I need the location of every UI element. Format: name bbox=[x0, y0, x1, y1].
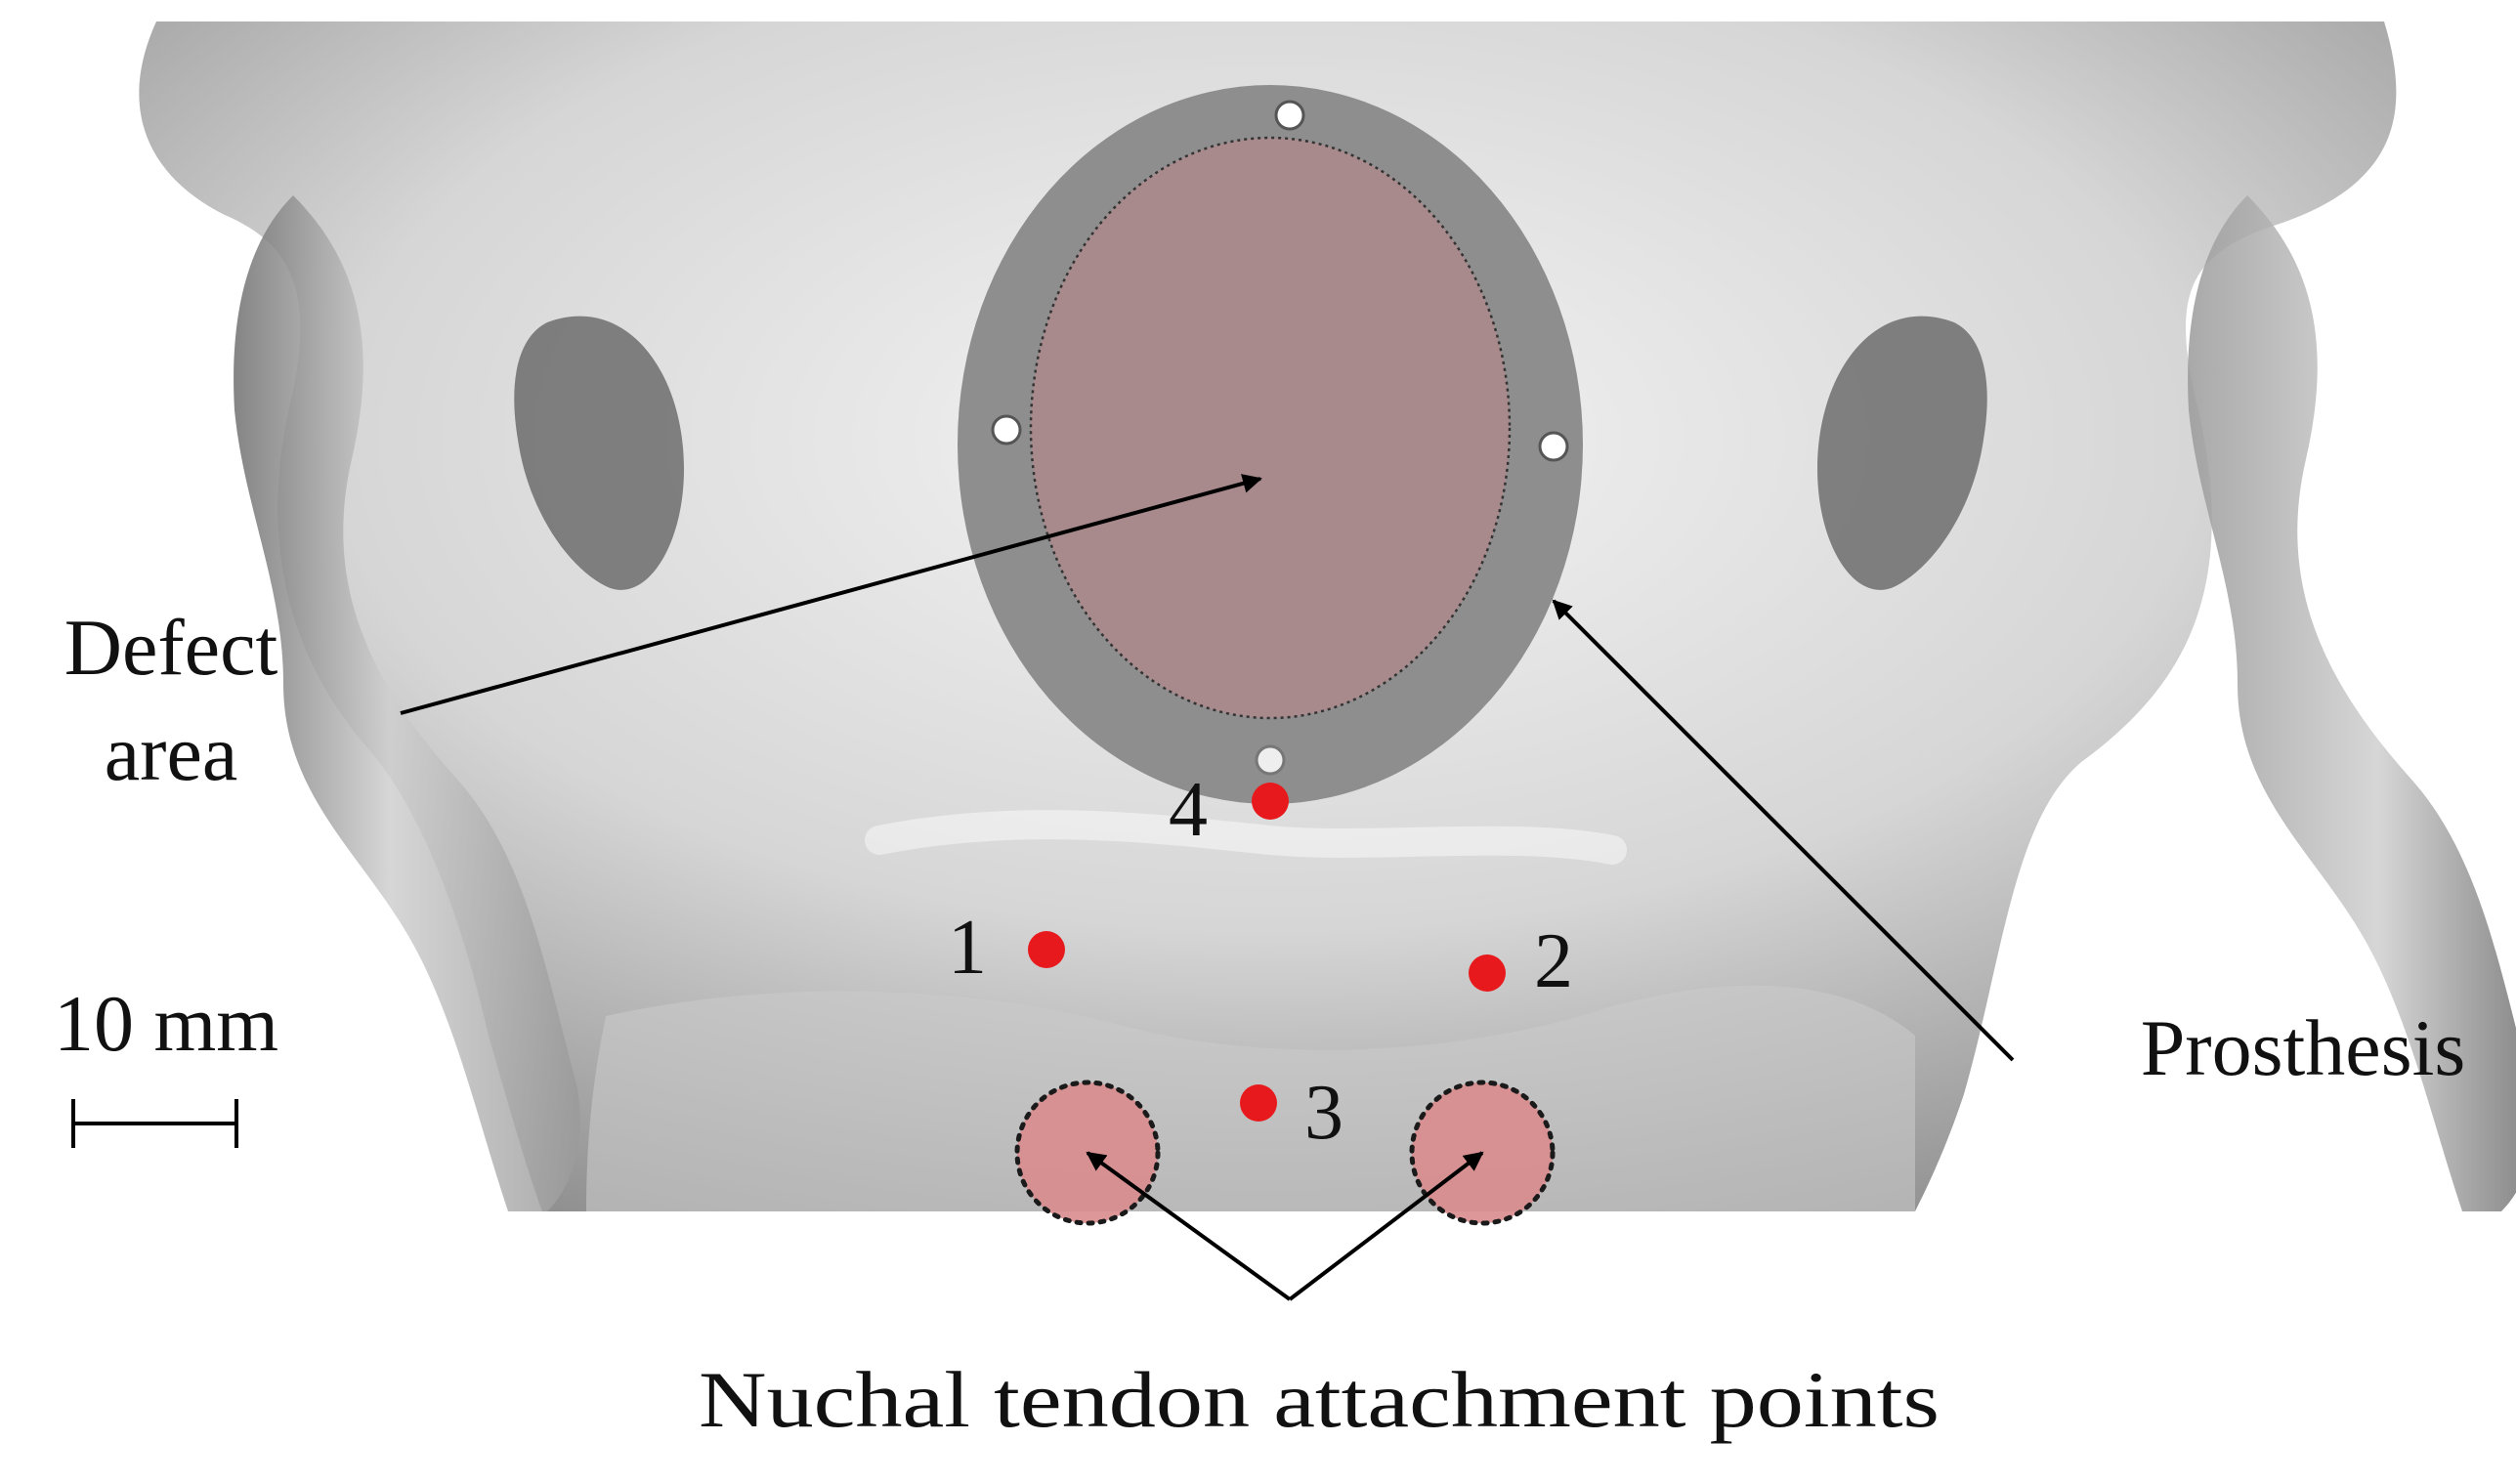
marker-point-2 bbox=[1469, 954, 1506, 992]
scale-label: 10 mm bbox=[54, 979, 278, 1068]
nuchal-arrow-right bbox=[1288, 1151, 1484, 1301]
left-temporal-region bbox=[234, 195, 580, 1211]
scale-bar bbox=[71, 1099, 238, 1148]
defect-label-line2: area bbox=[105, 708, 238, 797]
marker-point-4 bbox=[1252, 783, 1289, 820]
screw-hole-left bbox=[991, 414, 1022, 445]
marker-point-1 bbox=[1028, 931, 1065, 968]
screw-hole-bottom bbox=[1255, 744, 1286, 776]
screw-hole-top bbox=[1274, 100, 1305, 131]
prosthesis-arrow bbox=[1552, 599, 2015, 1062]
prosthesis-label: Prosthesis bbox=[2141, 1003, 2466, 1092]
right-cavity bbox=[1817, 316, 1987, 590]
defect-arrow bbox=[400, 474, 1262, 715]
point-label-2: 2 bbox=[1534, 918, 1573, 1004]
defect-label-line1: Defect bbox=[64, 603, 278, 692]
arrows bbox=[400, 474, 2015, 1301]
point-label-3: 3 bbox=[1304, 1070, 1343, 1156]
marker-point-3 bbox=[1240, 1084, 1277, 1122]
defect-area bbox=[1029, 136, 1512, 720]
upper-ridge-highlight bbox=[865, 810, 1627, 865]
nuchal-label: Nuchal tendon attachment points bbox=[699, 1355, 1940, 1444]
point-label-4: 4 bbox=[1169, 767, 1208, 853]
nuchal-arrow-left bbox=[1086, 1151, 1292, 1301]
point-label-1: 1 bbox=[948, 905, 987, 991]
text-labels: Defect area Prosthesis Nuchal tendon att… bbox=[54, 603, 2465, 1444]
left-cavity bbox=[514, 316, 684, 590]
screw-hole-right bbox=[1538, 431, 1569, 462]
right-temporal-region bbox=[2188, 195, 2516, 1211]
prosthesis bbox=[958, 85, 1583, 804]
marker-points bbox=[1028, 783, 1506, 1122]
